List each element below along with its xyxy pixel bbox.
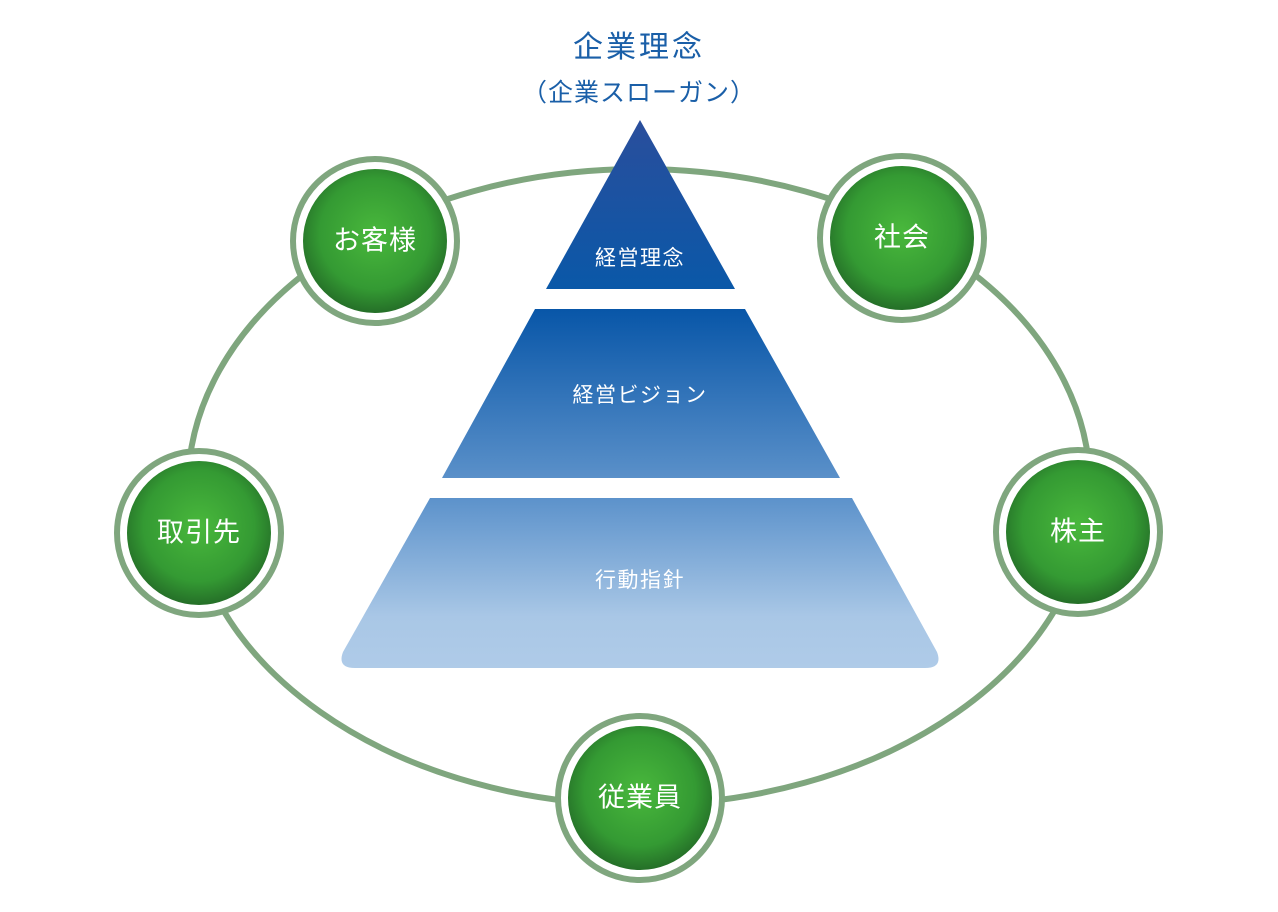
stakeholder-label: 取引先 — [157, 518, 241, 549]
philosophy-title: 企業理念 — [573, 30, 705, 65]
tier-label: 行動指針 — [595, 568, 685, 592]
philosophy-pyramid: 経営理念 経営ビジョン 行動指針 — [341, 120, 939, 668]
tier-label: 経営理念 — [595, 246, 685, 270]
philosophy-subtitle: （企業スローガン） — [522, 78, 756, 107]
tier-label: 経営ビジョン — [573, 383, 708, 407]
stakeholder-label: お客様 — [333, 226, 417, 257]
stakeholder-label: 株主 — [1050, 517, 1106, 548]
tier-management-philosophy: 経営理念 — [546, 120, 735, 289]
tier-management-vision: 経営ビジョン — [442, 309, 840, 478]
stakeholder-label: 社会 — [874, 223, 930, 254]
stakeholder-employees: 従業員 — [555, 713, 725, 883]
stakeholder-label: 従業員 — [598, 783, 682, 814]
stakeholder-society: 社会 — [817, 153, 987, 323]
tier-code-of-conduct: 行動指針 — [341, 498, 939, 668]
stakeholder-partners: 取引先 — [114, 448, 284, 618]
stakeholder-shareholders: 株主 — [993, 447, 1163, 617]
stakeholder-customers: お客様 — [290, 156, 460, 326]
